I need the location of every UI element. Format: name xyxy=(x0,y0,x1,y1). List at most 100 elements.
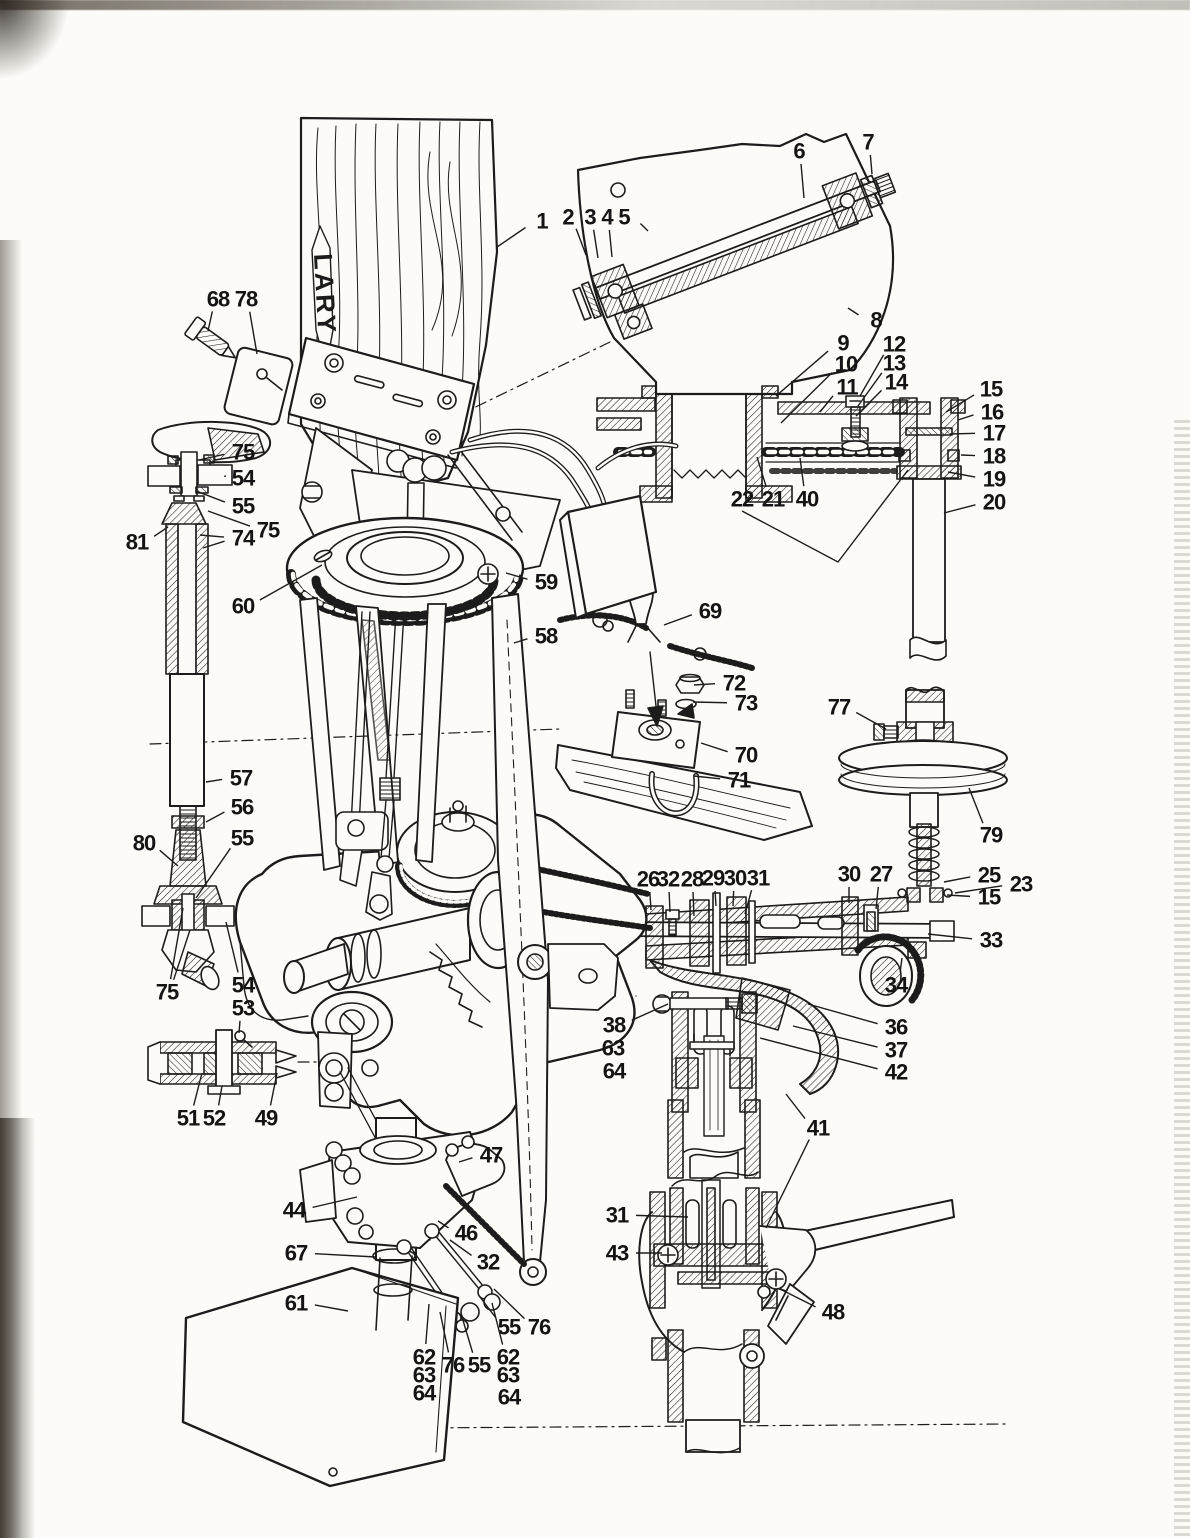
part-number-label: 80 xyxy=(133,831,156,856)
leader-line xyxy=(741,469,909,563)
part-number-label: 13 xyxy=(883,351,906,376)
part-number-label: 18 xyxy=(983,444,1006,469)
part-number-label: 32 xyxy=(657,867,680,892)
part-number-label: 31 xyxy=(747,866,770,891)
part-number-label: 56 xyxy=(231,795,254,820)
leader-line xyxy=(899,957,903,973)
leader-line xyxy=(592,229,599,259)
leader-line xyxy=(195,847,232,899)
part-number-label: 58 xyxy=(535,624,558,649)
bolt-68 xyxy=(184,316,237,359)
part-number-label: 64 xyxy=(603,1059,627,1084)
part-number-label: 16 xyxy=(981,400,1004,425)
part-number-label: 55 xyxy=(231,826,254,851)
part-number-label: 77 xyxy=(828,695,851,720)
part-number-label: 6 xyxy=(793,139,805,164)
leader-line xyxy=(198,453,225,461)
leader-line xyxy=(259,564,323,601)
leader-line xyxy=(159,849,179,867)
part-number-label: 75 xyxy=(257,518,280,543)
part-number-label: 69 xyxy=(699,599,722,624)
leader-line xyxy=(714,890,717,907)
leader-line xyxy=(195,490,226,503)
scan-artifact-right-band xyxy=(1174,420,1190,1538)
part-number-label: 40 xyxy=(796,487,819,512)
leader-line xyxy=(775,350,829,397)
pivot-shaft-assembly xyxy=(572,172,897,340)
steering-rope xyxy=(443,1183,527,1267)
lower-clamp-assembly xyxy=(181,1117,527,1488)
leader-line xyxy=(799,457,805,487)
leader-line xyxy=(960,454,976,457)
part-number-label: 42 xyxy=(885,1060,908,1085)
part-number-label: 55 xyxy=(232,494,255,519)
leader-line xyxy=(945,394,975,413)
mount-channel xyxy=(147,1029,297,1095)
leader-line xyxy=(792,1025,878,1048)
part-number-label: 4 xyxy=(601,205,614,230)
part-number-label: 10 xyxy=(835,352,858,377)
lock-lever xyxy=(767,1283,815,1345)
part-number-label: 51 xyxy=(177,1106,200,1131)
part-number-label: 1 xyxy=(536,209,548,234)
upper-housing xyxy=(572,132,897,396)
part-number-label: 52 xyxy=(203,1106,226,1131)
leader-line xyxy=(635,1214,689,1218)
part-number-label: 62 xyxy=(413,1345,436,1370)
steering-shaft xyxy=(912,478,946,643)
part-number-label: 15 xyxy=(980,377,1003,402)
part-number-label: 26 xyxy=(637,867,660,892)
part-number-label: 28 xyxy=(681,867,704,892)
part-number-label: 7 xyxy=(862,130,874,155)
part-number-label: 14 xyxy=(885,370,909,395)
leader-line xyxy=(968,787,984,824)
leader-line xyxy=(314,1304,349,1312)
leader-line xyxy=(608,229,613,258)
leader-line xyxy=(800,163,805,199)
part-number-label: 68 xyxy=(207,287,230,312)
part-number-label: 53 xyxy=(232,996,255,1021)
counterweight-block xyxy=(449,428,679,619)
part-number-label: 41 xyxy=(807,1116,830,1141)
part-number-label: 72 xyxy=(723,671,746,696)
leader-line xyxy=(819,395,834,413)
leader-line xyxy=(693,682,716,686)
leader-line xyxy=(631,1003,669,1021)
leader-line xyxy=(496,226,526,248)
leader-line xyxy=(780,372,833,424)
part-number-label: 57 xyxy=(230,766,253,791)
leader-line xyxy=(575,228,587,256)
leader-line xyxy=(765,1139,810,1229)
leader-line xyxy=(153,526,169,537)
leader-line xyxy=(479,1296,497,1319)
tiller-arm-assembly xyxy=(555,584,813,841)
part-number-label: 49 xyxy=(255,1106,278,1131)
leader-line xyxy=(943,876,971,883)
part-number-label: 62 xyxy=(497,1345,520,1370)
leader-line xyxy=(312,1196,358,1209)
leader-line xyxy=(172,929,191,981)
leader-line xyxy=(449,1239,472,1257)
leader-line xyxy=(875,886,880,910)
leader-line xyxy=(949,432,976,435)
part-number-label: 64 xyxy=(413,1381,437,1406)
leader-line xyxy=(700,742,728,753)
leader-line xyxy=(217,1085,223,1106)
leader-line xyxy=(855,389,883,417)
leader-line xyxy=(785,1093,806,1119)
part-number-label: 44 xyxy=(283,1198,307,1223)
part-number-label: 32 xyxy=(477,1250,500,1275)
leader-line xyxy=(954,885,1003,894)
part-number-label: 3 xyxy=(584,205,596,230)
part-number-label: 75 xyxy=(156,980,179,1005)
part-number-label: 63 xyxy=(497,1363,520,1388)
part-number-label: 48 xyxy=(822,1300,845,1325)
part-number-label: 75 xyxy=(232,440,255,465)
leader-line xyxy=(756,456,767,488)
part-number-label: 12 xyxy=(883,332,906,357)
leader-line xyxy=(439,1311,450,1353)
part-number-label: 70 xyxy=(735,743,758,768)
part-number-label: 27 xyxy=(870,862,893,887)
leader-line xyxy=(744,890,753,915)
leader-line xyxy=(807,1003,878,1025)
